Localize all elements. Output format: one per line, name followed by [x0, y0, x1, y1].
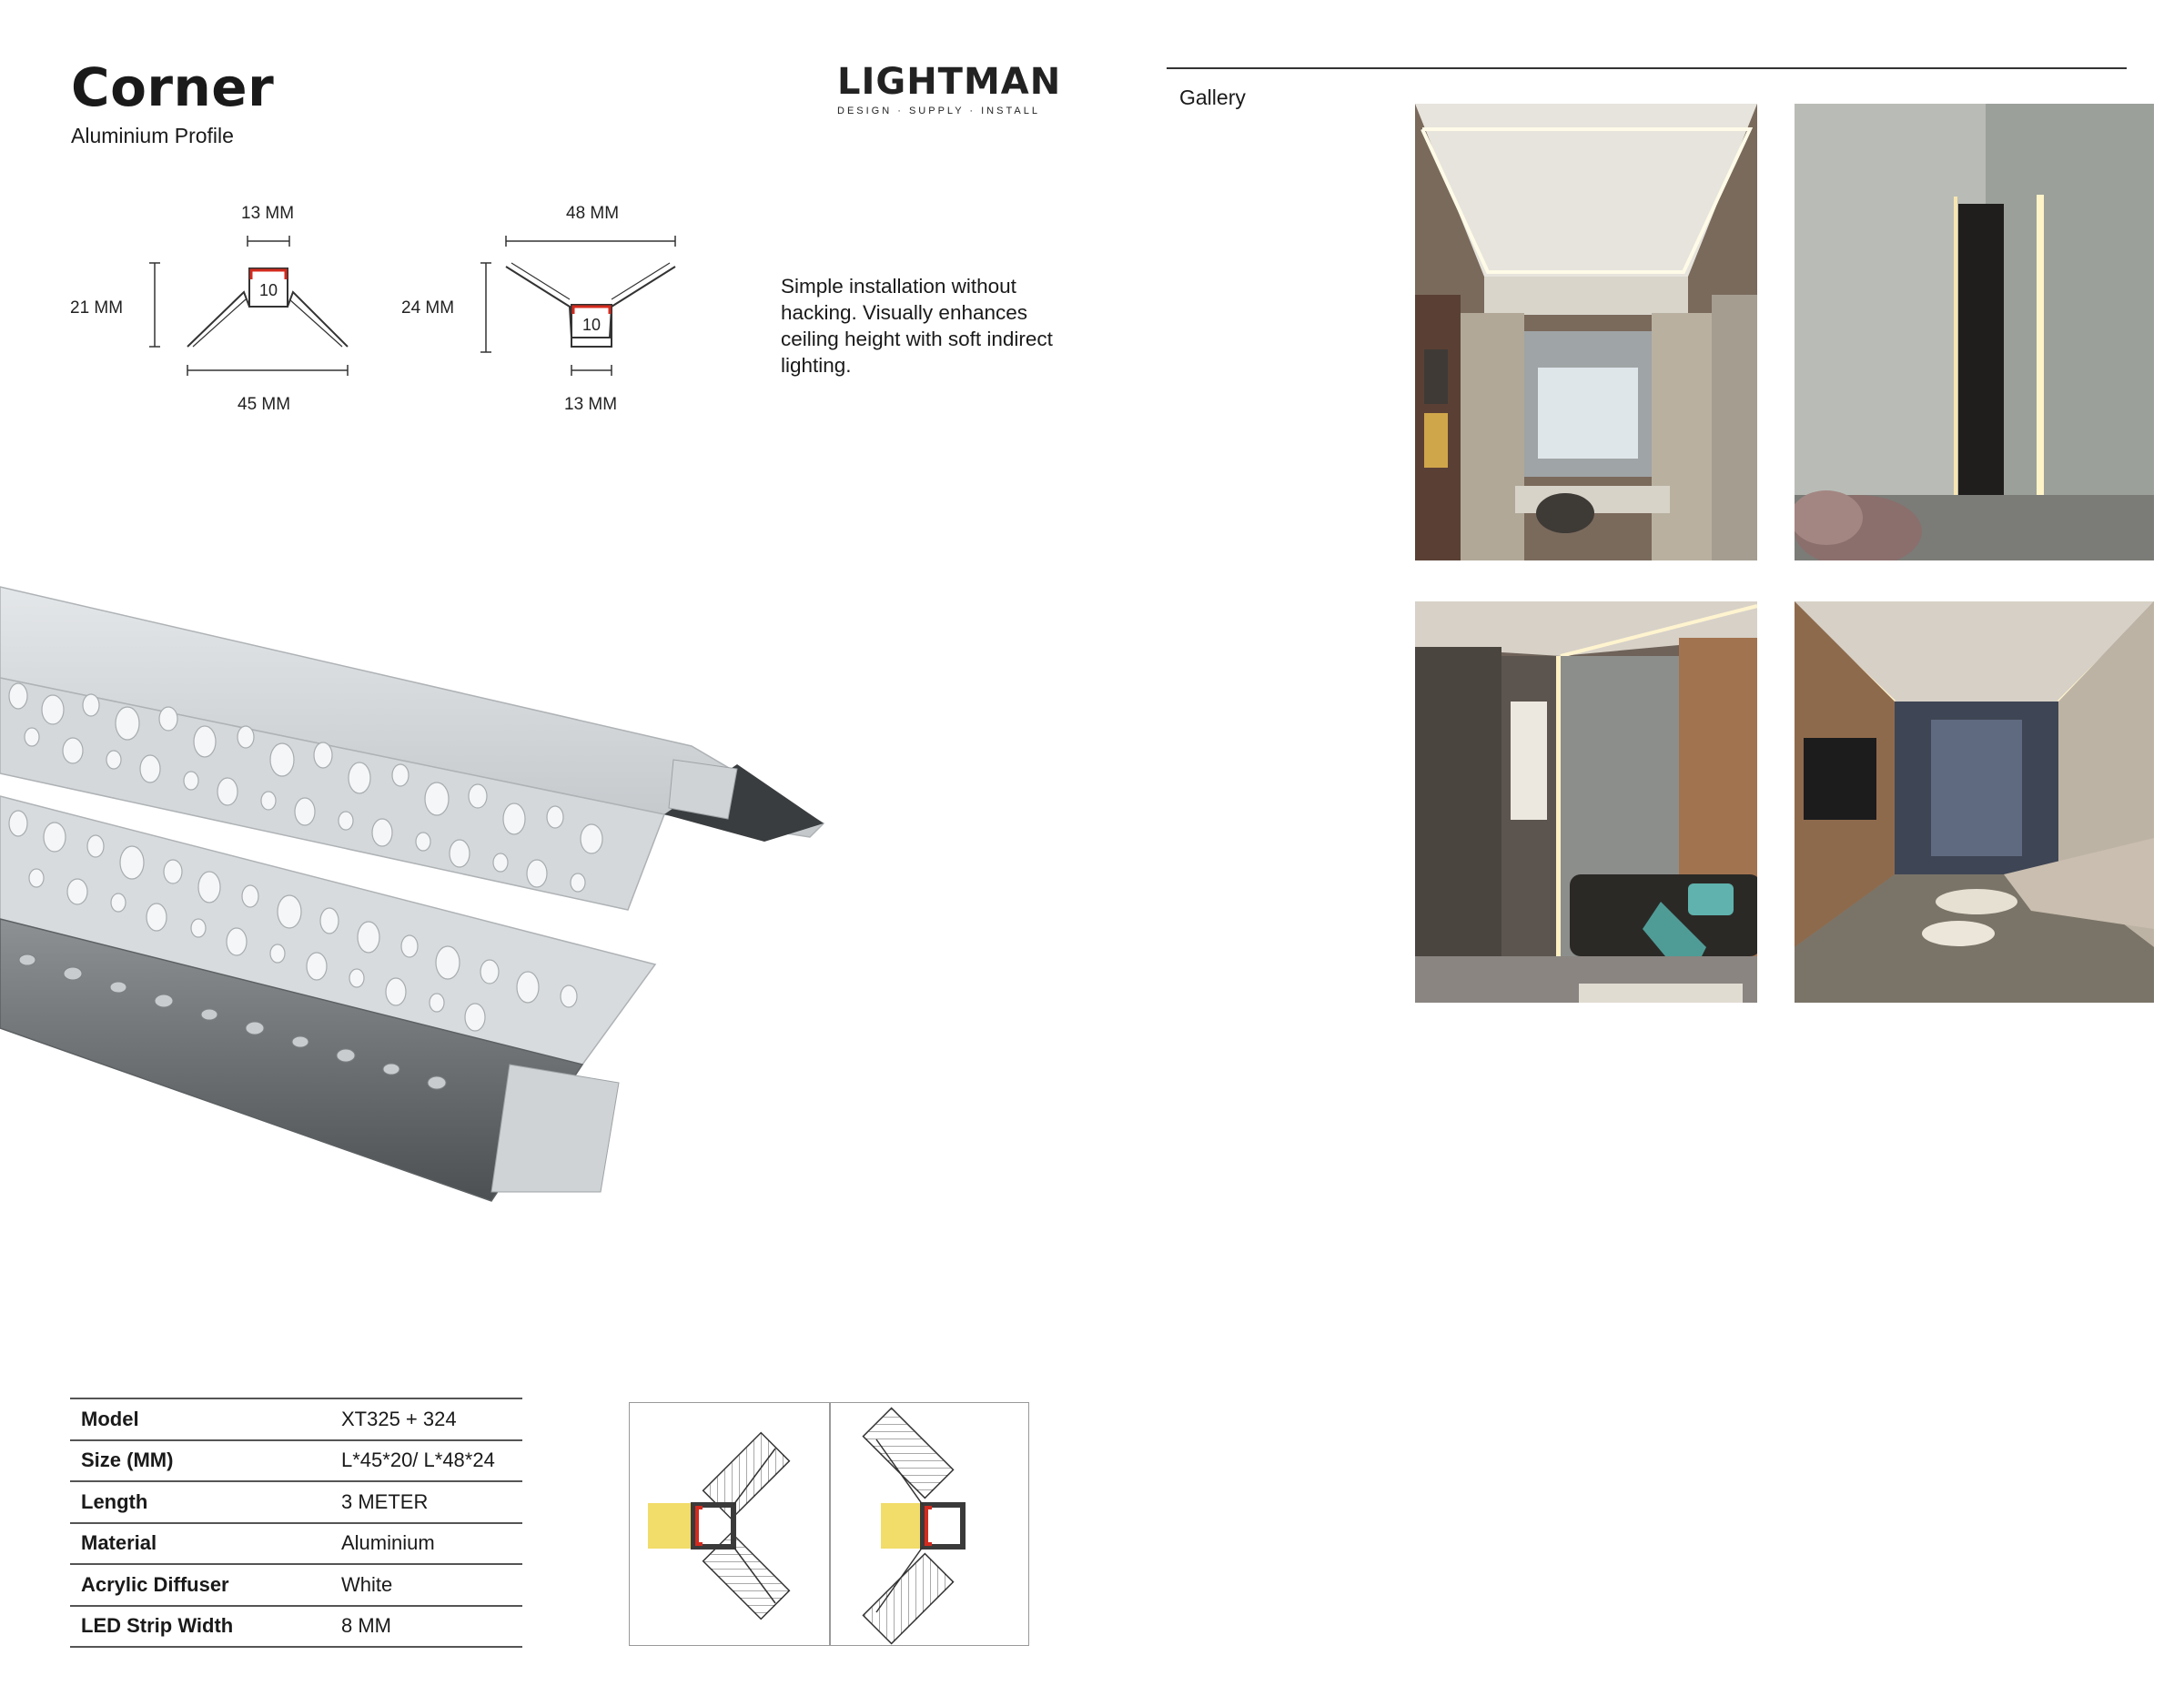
gallery-divider	[1167, 67, 2127, 69]
page-subtitle: Aluminium Profile	[71, 124, 234, 147]
living-room-light-photo	[1415, 601, 1757, 1003]
brand-tagline: DESIGN · SUPPLY · INSTALL	[837, 106, 1040, 116]
ceiling-light-room-photo	[1415, 104, 1757, 560]
profile-product-image	[0, 586, 825, 1202]
table-row: Size (MM) L*45*20/ L*48*24	[70, 1439, 522, 1482]
table-row: LED Strip Width 8 MM	[70, 1605, 522, 1648]
spec-value: 8 MM	[334, 1605, 522, 1648]
spec-table: Model XT325 + 324 Size (MM) L*45*20/ L*4…	[70, 1398, 522, 1648]
spec-key: Material	[70, 1522, 334, 1565]
profile-a-height: 21 MM	[70, 298, 124, 318]
spec-value: L*45*20/ L*48*24	[334, 1439, 522, 1482]
spec-value: Aluminium	[334, 1522, 522, 1565]
table-row: Acrylic Diffuser White	[70, 1564, 522, 1607]
table-row: Length 3 METER	[70, 1481, 522, 1524]
page-title: Corner	[71, 56, 275, 118]
profile-b-inner: 10	[582, 316, 601, 334]
spec-key: Model	[70, 1398, 334, 1441]
profile-b-top-width: 48 MM	[566, 204, 620, 223]
gallery-label: Gallery	[1179, 86, 1246, 109]
spec-value: 3 METER	[334, 1481, 522, 1524]
table-row: Model XT325 + 324	[70, 1398, 522, 1441]
table-row: Material Aluminium	[70, 1522, 522, 1565]
profile-b-bottom-width: 13 MM	[564, 395, 618, 414]
profile-b-drawing: 10	[480, 236, 676, 376]
brand-name: LIGHTMAN	[837, 61, 1062, 103]
brand-logo: LIGHTMAN DESIGN · SUPPLY · INSTALL	[837, 61, 1062, 116]
spec-key: Size (MM)	[70, 1439, 334, 1482]
spec-value: XT325 + 324	[334, 1398, 522, 1441]
spec-key: LED Strip Width	[70, 1605, 334, 1648]
installation-diagram-a	[648, 1431, 791, 1620]
profile-a-inner: 10	[259, 281, 278, 299]
spec-key: Acrylic Diffuser	[70, 1564, 334, 1607]
product-description: Simple installation without hacking. Vis…	[781, 275, 1053, 377]
spec-key: Length	[70, 1481, 334, 1524]
lounge-ceiling-light-photo	[1795, 601, 2154, 1003]
installation-diagram-divider	[829, 1402, 831, 1646]
spec-value: White	[334, 1564, 522, 1607]
profile-b-height: 24 MM	[401, 298, 455, 318]
profile-a-top-width: 13 MM	[241, 204, 295, 223]
wall-corner-light-photo	[1795, 104, 2154, 560]
profile-a-drawing: 10	[149, 236, 349, 376]
profile-a-bottom-width: 45 MM	[238, 395, 291, 414]
installation-diagram-b	[862, 1407, 966, 1645]
